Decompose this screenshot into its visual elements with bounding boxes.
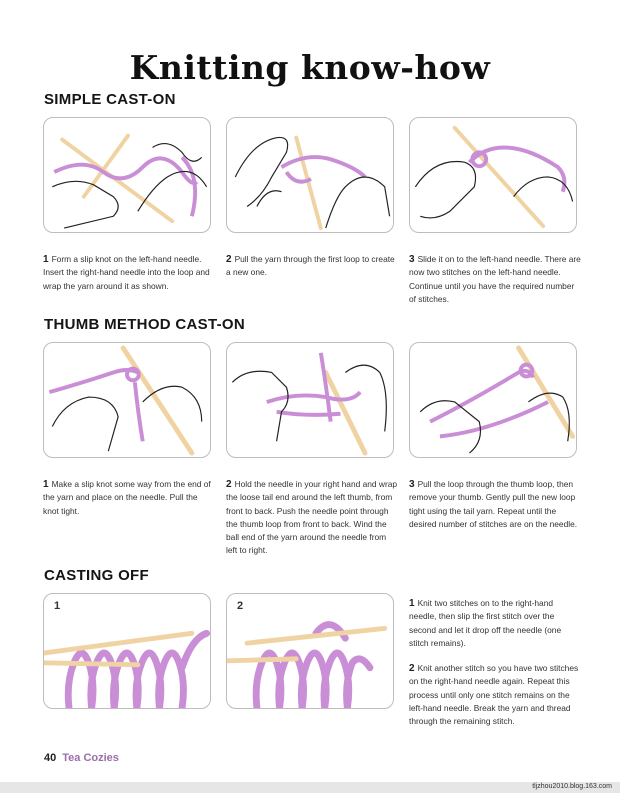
hands-needles-illustration	[414, 125, 574, 229]
book-title: Tea Cozies	[62, 752, 119, 764]
step-number: 2	[409, 663, 415, 674]
step-text: Form a slip knot on the left-hand needle…	[43, 254, 210, 291]
step-text: Knit two stitches on to the right-hand n…	[409, 598, 562, 648]
step-number: 2	[226, 254, 232, 265]
hands-needles-illustration	[48, 345, 203, 456]
step-text: Make a slip knot some way from the end o…	[43, 479, 211, 516]
illustration-casting-off-1: 1	[43, 593, 211, 709]
step-text: Knit another stitch so you have two stit…	[409, 663, 579, 727]
illustration-casting-off-2: 2	[226, 593, 394, 709]
step-number: 1	[409, 598, 415, 609]
stitches-illustration	[227, 621, 388, 708]
step-number: 3	[409, 479, 415, 490]
section-heading-thumb-method: THUMB METHOD CAST-ON	[44, 316, 245, 333]
step-text: Pull the yarn through the first loop to …	[226, 254, 395, 278]
illustration-simple-cast-on-1	[43, 117, 211, 233]
step-text: Slide it on to the left-hand needle. The…	[409, 254, 581, 304]
panel-number: 1	[54, 600, 61, 612]
step-text: Hold the needle in your right hand and w…	[226, 479, 398, 556]
watermark-bar	[0, 782, 620, 793]
step-number: 2	[226, 479, 232, 490]
illustration-simple-cast-on-3	[409, 117, 577, 233]
step-number: 1	[43, 479, 49, 490]
watermark-text: tljzhou2010.blog.163.com	[532, 783, 612, 790]
step-number: 3	[409, 254, 415, 265]
page-number: 40	[44, 752, 57, 764]
step-text: Pull the loop through the thumb loop, th…	[409, 479, 578, 529]
section-heading-casting-off: CASTING OFF	[44, 567, 149, 584]
illustration-thumb-cast-on-2	[226, 342, 394, 458]
hands-needles-illustration	[234, 135, 391, 231]
hands-needles-illustration	[419, 345, 576, 454]
hands-needles-illustration	[231, 352, 387, 456]
stitches-illustration	[44, 629, 210, 708]
section-heading-simple-cast-on: SIMPLE CAST-ON	[44, 91, 176, 108]
step-number: 1	[43, 254, 49, 265]
illustration-simple-cast-on-2	[226, 117, 394, 233]
hands-needles-illustration	[52, 133, 208, 229]
illustration-thumb-cast-on-3	[409, 342, 577, 458]
page-footer: 40 Tea Cozies	[44, 752, 119, 764]
panel-number: 2	[237, 600, 244, 612]
page-title: Knitting know-how	[129, 48, 491, 87]
illustration-thumb-cast-on-1	[43, 342, 211, 458]
